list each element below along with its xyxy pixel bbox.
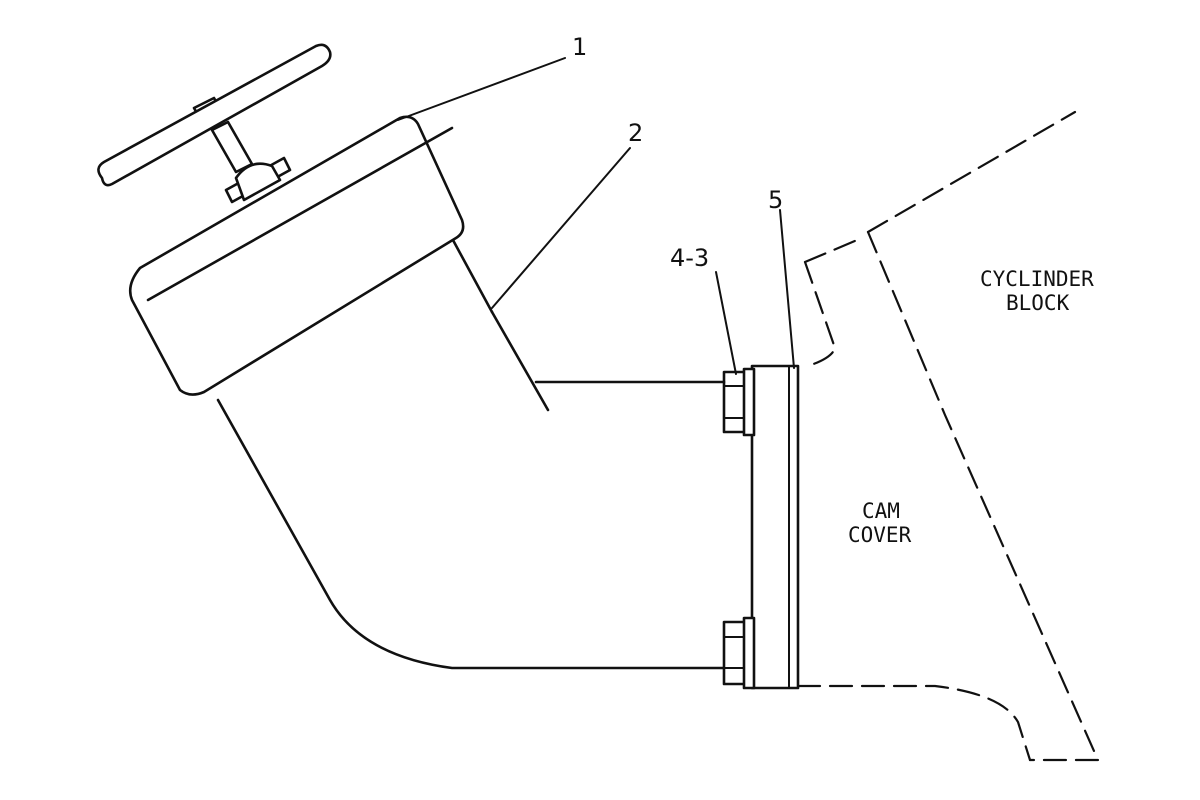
- cylinder-block-label-line1: CYCLINDER: [980, 267, 1094, 291]
- cylinder-block-outline: [803, 110, 1100, 762]
- upper-bolt: [722, 367, 756, 437]
- callout-5: 5: [768, 186, 783, 214]
- cam-cover-outline: [796, 260, 1032, 762]
- mounting-plate: [750, 364, 800, 690]
- cylinder-block-label-line2: BLOCK: [1006, 291, 1070, 315]
- leader-lines: [397, 57, 795, 375]
- t-handle-valve: [97, 43, 332, 204]
- cam-cover-label-line2: COVER: [848, 523, 912, 547]
- callout-4-3: 4-3: [670, 244, 709, 272]
- callout-2: 2: [628, 119, 643, 147]
- callout-1: 1: [572, 33, 587, 61]
- lower-bolt: [722, 616, 756, 690]
- adapter-cap: [128, 115, 465, 396]
- cam-cover-label-line1: CAM: [862, 499, 900, 523]
